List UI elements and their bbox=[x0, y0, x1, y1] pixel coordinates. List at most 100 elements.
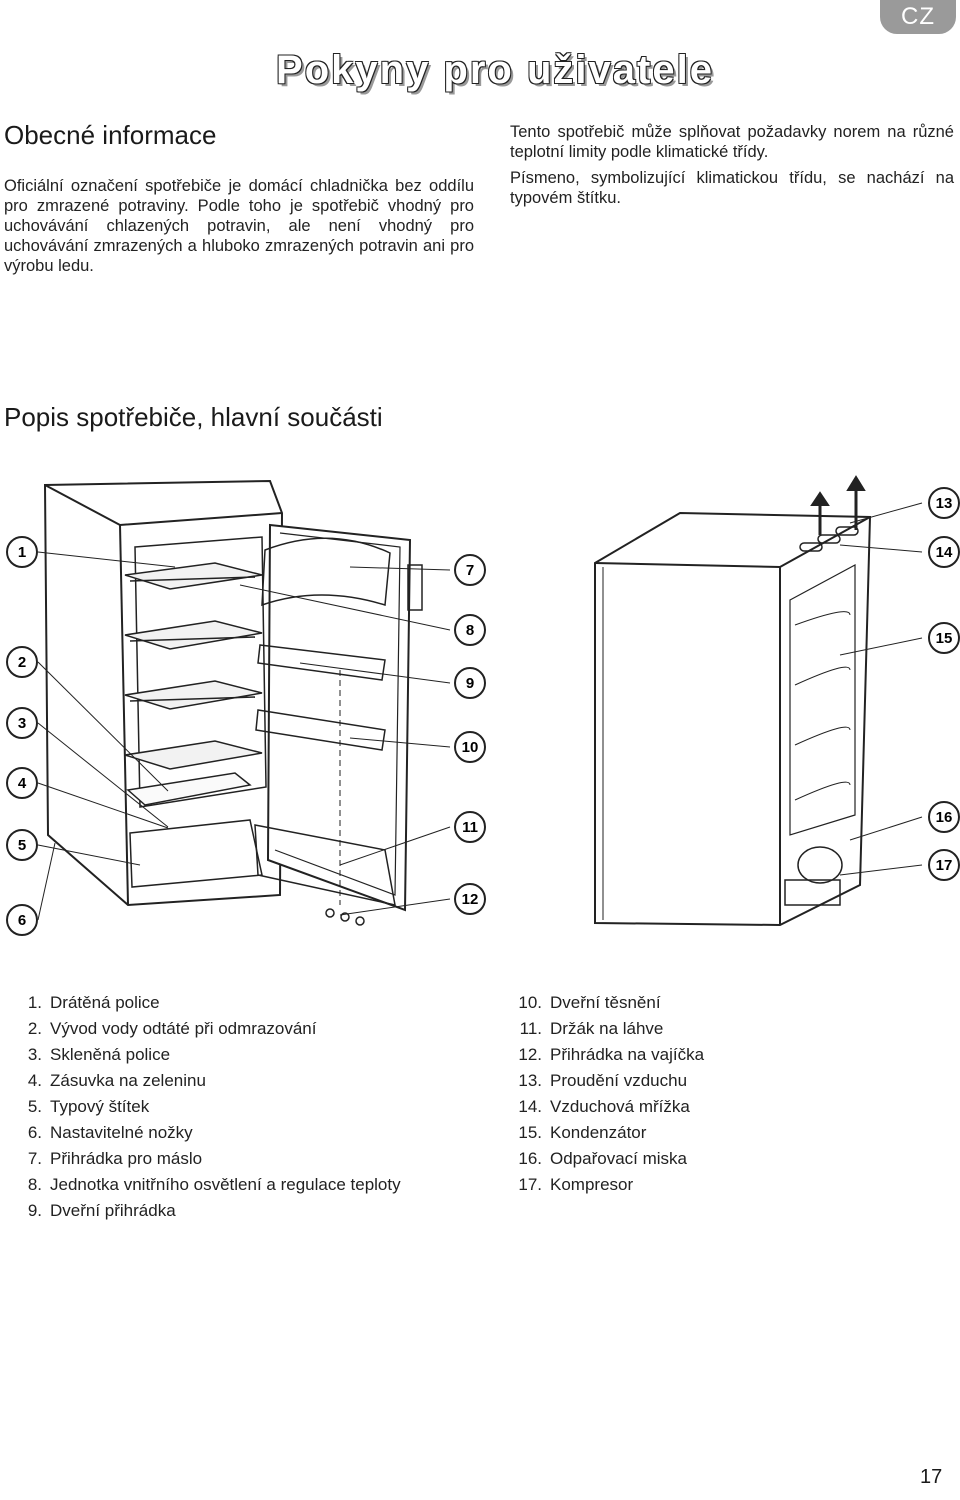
compressor bbox=[797, 846, 843, 884]
legend-item-number: 4. bbox=[27, 1071, 42, 1090]
legend-item-number: 12. bbox=[518, 1045, 542, 1064]
callout-number: 16 bbox=[936, 809, 953, 826]
callout-7: 7 bbox=[454, 554, 486, 586]
legend-item-label: Vývod vody odtáté při odmrazování bbox=[50, 1019, 317, 1038]
legend-item: 16. Odpařovací miska bbox=[500, 1146, 704, 1172]
callout-14: 14 bbox=[928, 536, 960, 568]
callout-6: 6 bbox=[6, 904, 38, 936]
legend-item-label: Skleněná police bbox=[50, 1045, 171, 1064]
callout-number: 11 bbox=[462, 819, 478, 836]
legend-item-number: 16. bbox=[518, 1149, 542, 1168]
callout-8: 8 bbox=[454, 614, 486, 646]
legend-item: 8. Jednotka vnitřního osvětlení a regulac… bbox=[0, 1172, 401, 1198]
legend-item-label: Nastavitelné nožky bbox=[50, 1123, 193, 1142]
callout-1: 1 bbox=[6, 536, 38, 568]
airflow-arrows bbox=[810, 475, 866, 535]
callout-4: 4 bbox=[6, 767, 38, 799]
legend-item-number: 3. bbox=[27, 1045, 42, 1064]
leader-lines-right bbox=[839, 502, 923, 876]
adjustable-feet bbox=[325, 908, 365, 926]
legend-item-number: 14. bbox=[518, 1097, 542, 1116]
legend-item-number: 1. bbox=[27, 993, 42, 1012]
legend-item: 10. Dveřní těsnění bbox=[500, 990, 704, 1016]
parts-legend-left: 1.Drátěná police 2. Vývod vody odtáté při … bbox=[0, 990, 401, 1224]
drip-tray bbox=[784, 879, 841, 906]
general-info-heading: Obecné informace bbox=[4, 120, 217, 150]
rear-air-grille bbox=[799, 526, 859, 552]
callout-number: 7 bbox=[466, 562, 474, 579]
parts-legend-right: 10. Dveřní těsnění 11. Držák na láhve 12. Při… bbox=[500, 990, 704, 1198]
page-title: Pokyny pro uživatele bbox=[276, 48, 714, 92]
callout-number: 4 bbox=[18, 775, 27, 792]
legend-item: 14. Vzduchová mřížka bbox=[500, 1094, 704, 1120]
legend-item-number: 15. bbox=[518, 1123, 542, 1142]
legend-item-label: Přihrádka na vajíčka bbox=[550, 1045, 705, 1064]
legend-item: 3. Skleněná police bbox=[0, 1042, 401, 1068]
callout-number: 2 bbox=[18, 654, 26, 671]
rating-plate-paragraph: Písmeno, symbolizující klimatickou třídu… bbox=[510, 169, 954, 207]
callout-number: 8 bbox=[466, 622, 474, 639]
legend-item: 9.Dveřní přihrádka bbox=[0, 1198, 401, 1224]
open-door bbox=[254, 523, 423, 912]
legend-item: 1.Drátěná police bbox=[0, 990, 401, 1016]
vegetable-drawer bbox=[129, 819, 263, 888]
legend-item-number: 11. bbox=[519, 1019, 542, 1038]
legend-item-label: Dveřní těsnění bbox=[550, 993, 661, 1012]
legend-item-label: Zásuvka na zeleninu bbox=[50, 1071, 206, 1090]
legend-item-number: 17. bbox=[518, 1175, 542, 1194]
legend-item-label: Typový štítek bbox=[50, 1097, 150, 1116]
legend-item-number: 5. bbox=[27, 1097, 42, 1116]
callout-11: 11 bbox=[454, 811, 486, 843]
callout-number: 17 bbox=[936, 857, 953, 874]
door-handle bbox=[407, 564, 423, 611]
shelves bbox=[124, 562, 263, 770]
condenser bbox=[789, 563, 856, 836]
legend-item: 13.Proudění vzduchu bbox=[500, 1068, 704, 1094]
legend-item: 15. Kondenzátor bbox=[500, 1120, 704, 1146]
callout-number: 5 bbox=[18, 837, 26, 854]
legend-item-number: 10. bbox=[518, 993, 542, 1012]
parts-heading: Popis spotřebiče, hlavní součásti bbox=[4, 402, 383, 432]
legend-item-label: Přihrádka pro máslo bbox=[50, 1149, 203, 1168]
callout-number: 6 bbox=[18, 912, 26, 929]
legend-item: 4. Zásuvka na zeleninu bbox=[0, 1068, 401, 1094]
legend-item: 17. Kompresor bbox=[500, 1172, 704, 1198]
callout-number: 9 bbox=[466, 675, 474, 692]
legend-item-number: 8. bbox=[27, 1175, 42, 1194]
legend-item-number: 7. bbox=[27, 1149, 42, 1168]
callout-15: 15 bbox=[928, 622, 960, 654]
callout-9: 9 bbox=[454, 667, 486, 699]
legend-item: 2. Vývod vody odtáté při odmrazování bbox=[0, 1016, 401, 1042]
legend-item: 11. Držák na láhve bbox=[500, 1016, 704, 1042]
fridge-front-view bbox=[43, 479, 365, 926]
legend-item-label: Proudění vzduchu bbox=[550, 1071, 688, 1090]
callout-3: 3 bbox=[6, 707, 38, 739]
language-badge: CZ bbox=[880, 0, 956, 34]
legend-item-label: Kompresor bbox=[550, 1175, 634, 1194]
door-shelf bbox=[257, 644, 386, 681]
callout-12: 12 bbox=[454, 883, 486, 915]
callout-number: 1 bbox=[18, 544, 26, 561]
legend-item-number: 9. bbox=[27, 1201, 42, 1220]
callout-17: 17 bbox=[928, 849, 960, 881]
callout-10: 10 bbox=[454, 731, 486, 763]
callout-number: 12 bbox=[462, 891, 479, 908]
callout-number: 3 bbox=[18, 715, 26, 732]
callout-number: 15 bbox=[936, 630, 953, 647]
legend-item-label: Jednotka vnitřního osvětlení a regulace … bbox=[50, 1175, 401, 1194]
legend-item: 6. Nastavitelné nožky bbox=[0, 1120, 401, 1146]
callout-2: 2 bbox=[6, 646, 38, 678]
page-number: 17 bbox=[920, 1466, 943, 1488]
leader-lines-left bbox=[37, 551, 451, 921]
legend-item-number: 2. bbox=[27, 1019, 42, 1038]
callout-number: 13 bbox=[936, 495, 953, 512]
fridge-rear-view bbox=[594, 475, 872, 927]
legend-item-label: Vzduchová mřížka bbox=[550, 1097, 690, 1116]
callout-5: 5 bbox=[6, 829, 38, 861]
legend-item-label: Držák na láhve bbox=[550, 1019, 664, 1038]
legend-item-label: Kondenzátor bbox=[550, 1123, 647, 1142]
legend-item-label: Odpařovací miska bbox=[550, 1149, 687, 1168]
legend-item-number: 6. bbox=[27, 1123, 42, 1142]
